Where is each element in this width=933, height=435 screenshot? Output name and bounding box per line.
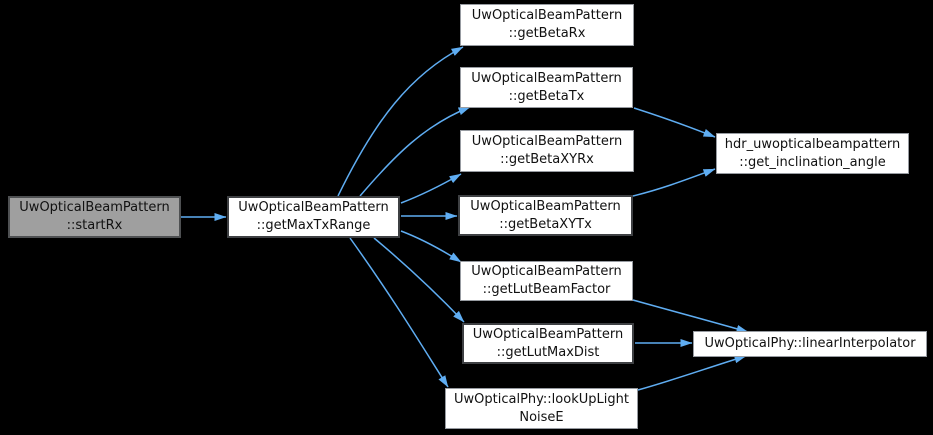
node-getInclinationAngle[interactable]: hdr_uwopticalbeampattern ::get_inclinati… <box>716 133 909 174</box>
edge-lookUpLightNoiseE-linearInterpolator <box>637 355 747 391</box>
node-getBetaXYRx[interactable]: UwOpticalBeamPattern ::getBetaXYRx <box>460 130 634 172</box>
node-label-line1: UwOpticalPhy::lookUpLight <box>454 391 629 407</box>
node-label-line2: ::getLutMaxDist <box>496 344 600 360</box>
edge-getBetaTx-getInclinationAngle <box>633 107 716 138</box>
node-getBetaRx[interactable]: UwOpticalBeamPattern ::getBetaRx <box>460 4 634 46</box>
node-label-line2: ::getLutBeamFactor <box>482 282 611 297</box>
edge-getBetaXYTx-getInclinationAngle <box>632 168 716 197</box>
node-getMaxTxRange[interactable]: UwOpticalBeamPattern ::getMaxTxRange <box>227 196 400 238</box>
node-label-line2: ::getBetaXYTx <box>499 216 592 232</box>
edge-getMaxTxRange-lookUpLightNoiseE <box>349 237 449 388</box>
node-label-line2: ::getBetaXYRx <box>500 152 594 167</box>
node-label-line1: UwOpticalPhy::linearInterpolator <box>704 336 916 351</box>
edge-getMaxTxRange-getBetaTx <box>359 106 471 197</box>
node-lookUpLightNoiseE[interactable]: UwOpticalPhy::lookUpLight NoiseE <box>445 388 638 429</box>
node-label-line2: ::getMaxTxRange <box>256 218 371 233</box>
edge-getLutBeamFactor-linearInterpolator <box>632 299 749 333</box>
node-label-line1: UwOpticalBeamPattern <box>19 200 170 215</box>
node-label-line2: ::get_inclination_angle <box>739 154 886 170</box>
edge-getMaxTxRange-getBetaRx <box>337 46 464 197</box>
node-startRx: UwOpticalBeamPattern ::startRx <box>8 196 181 238</box>
node-getLutMaxDist[interactable]: UwOpticalBeamPattern ::getLutMaxDist <box>462 323 634 364</box>
node-linearInterpolator[interactable]: UwOpticalPhy::linearInterpolator <box>693 331 927 357</box>
edge-getMaxTxRange-getLutBeamFactor <box>400 230 462 263</box>
node-label-line2: ::getBetaTx <box>508 88 585 104</box>
edge-getMaxTxRange-getBetaXYRx <box>400 173 462 204</box>
node-label-line1: UwOpticalBeamPattern <box>238 200 389 215</box>
node-label-line1: UwOpticalBeamPattern <box>471 8 623 23</box>
node-getLutBeamFactor[interactable]: UwOpticalBeamPattern ::getLutBeamFactor <box>460 261 633 301</box>
node-label-line1: UwOpticalBeamPattern <box>471 134 623 149</box>
node-label-line1: hdr_uwopticalbeampattern <box>724 136 901 152</box>
node-label-line2: NoiseE <box>519 409 564 425</box>
node-label-line2: ::getBetaRx <box>508 26 586 41</box>
node-label-line2: ::startRx <box>66 218 123 233</box>
edge-getMaxTxRange-getLutMaxDist <box>373 237 465 323</box>
node-label-line1: UwOpticalBeamPattern <box>471 264 622 279</box>
node-getBetaXYTx[interactable]: UwOpticalBeamPattern ::getBetaXYTx <box>458 195 633 236</box>
node-getBetaTx[interactable]: UwOpticalBeamPattern ::getBetaTx <box>460 67 633 108</box>
node-label-line1: UwOpticalBeamPattern <box>471 70 622 86</box>
node-label-line1: UwOpticalBeamPattern <box>470 198 621 214</box>
node-label-line1: UwOpticalBeamPattern <box>472 326 624 342</box>
